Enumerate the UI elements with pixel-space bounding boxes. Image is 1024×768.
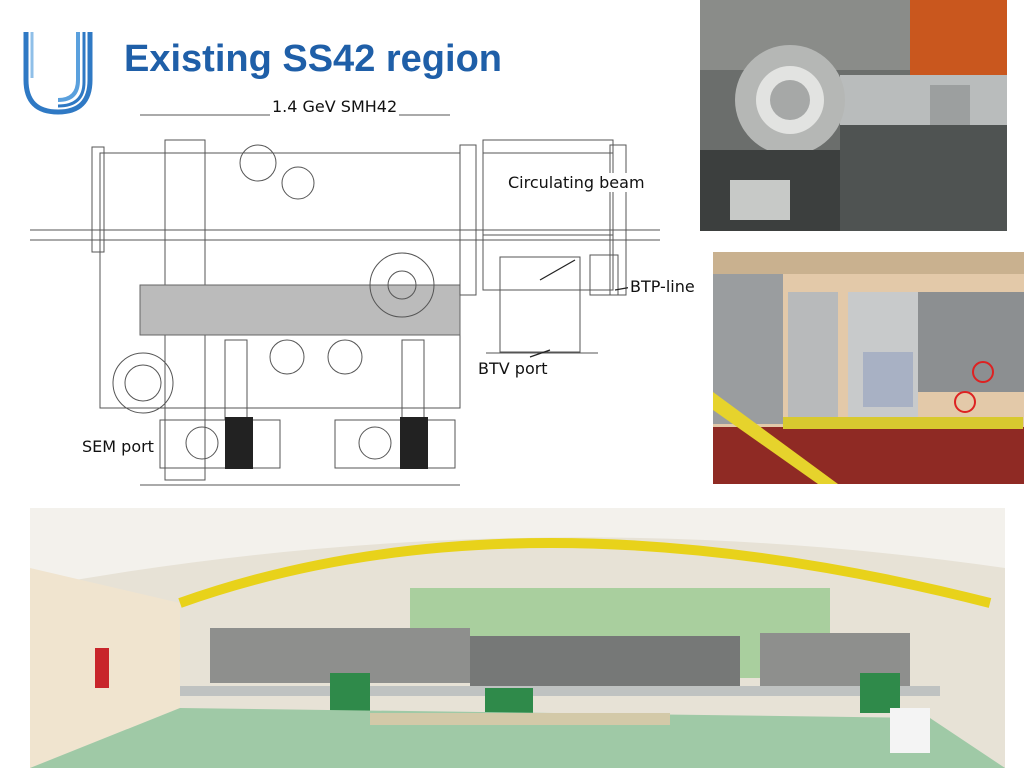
photo-vacuum-chamber-closeup: [700, 0, 1007, 231]
photo-beamline-equipment: [713, 252, 1024, 484]
label-btp-line: BTP-line: [628, 277, 697, 296]
university-logo-icon: [23, 32, 93, 115]
technical-drawing: 1.4 GeV SMH42 Circulating beam BTP-line …: [30, 95, 697, 500]
photo-ring-tunnel-panorama: [30, 508, 1005, 768]
label-btv-port: BTV port: [476, 359, 550, 378]
label-sem-port: SEM port: [80, 437, 156, 456]
drawing-lines: [30, 114, 660, 486]
page-title: Existing SS42 region: [124, 38, 502, 80]
label-circulating-beam: Circulating beam: [506, 173, 647, 192]
drawing-caption: 1.4 GeV SMH42: [270, 97, 400, 116]
